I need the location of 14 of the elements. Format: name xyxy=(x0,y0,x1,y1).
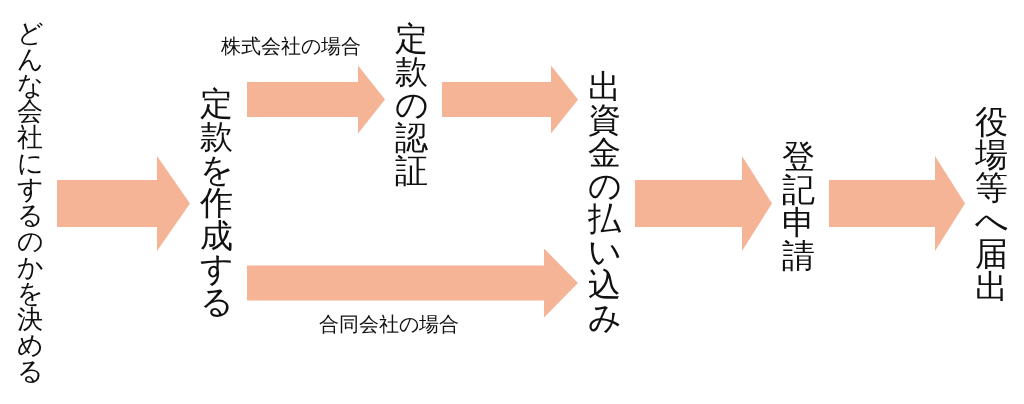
step-label: 定款の認証 xyxy=(395,22,428,187)
step-label: 定款を作成する xyxy=(200,87,233,318)
block-arrow xyxy=(635,156,772,251)
block-arrow xyxy=(57,156,190,251)
block-arrow xyxy=(442,65,578,134)
edge-label: 合同会社の場合 xyxy=(317,313,461,335)
edge-label: 株式会社の場合 xyxy=(219,35,363,57)
block-arrow xyxy=(247,248,578,318)
block-arrow xyxy=(247,65,385,134)
step-label: 登記申請 xyxy=(782,140,815,272)
step-label: どんな会社にするのかを決める xyxy=(17,20,43,384)
step-label: 役場等へ届出 xyxy=(975,105,1008,303)
step-label: 出資金の払い込み xyxy=(588,70,621,334)
block-arrow xyxy=(829,156,965,251)
